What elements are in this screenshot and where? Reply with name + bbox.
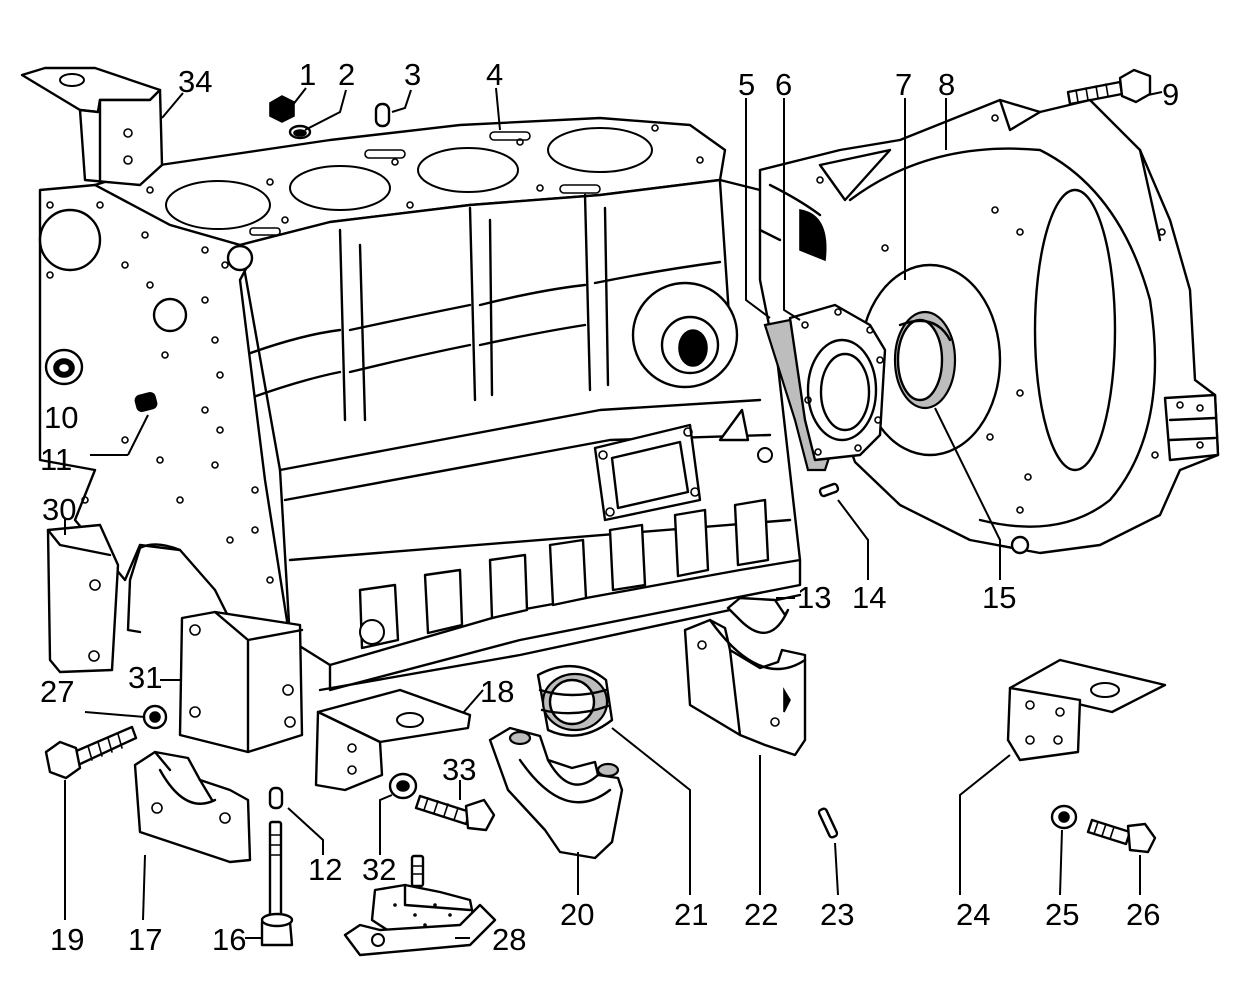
- callout-4: 4: [486, 57, 503, 92]
- callout-34: 34: [178, 64, 212, 99]
- callout-31: 31: [128, 660, 162, 695]
- rear-bearing-cap: [133, 750, 294, 947]
- callout-15: 15: [982, 580, 1016, 615]
- dowel-pins: [817, 482, 840, 839]
- callout-11: 11: [40, 442, 72, 477]
- rubber-engine-mount: [343, 854, 497, 957]
- callout-17: 17: [128, 922, 162, 957]
- callout-25: 25: [1045, 897, 1079, 932]
- callout-16: 16: [212, 922, 246, 957]
- callout-7: 7: [895, 67, 912, 102]
- callout-23: 23: [820, 897, 854, 932]
- callout-32: 32: [362, 852, 396, 887]
- mounting-bracket-top: [20, 66, 164, 187]
- main-bearing-cap-20: [488, 726, 624, 860]
- callout-6: 6: [775, 67, 792, 102]
- mounting-bracket-center: [314, 688, 472, 792]
- callout-10: 10: [44, 400, 78, 435]
- callout-27: 27: [40, 674, 74, 709]
- callout-24: 24: [956, 897, 990, 932]
- callout-2: 2: [338, 57, 355, 92]
- callout-3: 3: [404, 57, 421, 92]
- callout-12: 12: [308, 852, 342, 887]
- callout-8: 8: [938, 67, 955, 102]
- callout-labels: 1 2 3 4 5 6 7 8 9 10 11 12 13 14 15 16 1…: [40, 57, 1179, 957]
- callout-19: 19: [50, 922, 84, 957]
- engine-block: [38, 116, 802, 692]
- callout-5: 5: [738, 67, 755, 102]
- end-plates: [46, 523, 304, 754]
- callout-21: 21: [674, 897, 708, 932]
- callout-18: 18: [480, 674, 514, 709]
- bolt-and-washer-left: [44, 704, 168, 780]
- callout-33: 33: [442, 752, 476, 787]
- bolt-and-washer-center: [388, 772, 496, 832]
- thrust-bearing-shell: [536, 664, 614, 737]
- callout-9: 9: [1162, 77, 1179, 112]
- callout-28: 28: [492, 922, 526, 957]
- callout-22: 22: [744, 897, 778, 932]
- callout-13: 13: [797, 580, 831, 615]
- bolt-and-washer-right: [1050, 804, 1157, 854]
- callout-14: 14: [852, 580, 886, 615]
- callout-20: 20: [560, 897, 594, 932]
- main-bearing-cap-22: [683, 596, 807, 757]
- front-seal-and-dowel: [44, 348, 158, 412]
- callout-30: 30: [42, 492, 76, 527]
- leader-lines: [64, 87, 1163, 939]
- rear-seal-assembly: [763, 303, 957, 472]
- callout-1: 1: [299, 57, 316, 92]
- mounting-bracket-right: [1006, 658, 1167, 762]
- callout-26: 26: [1126, 897, 1160, 932]
